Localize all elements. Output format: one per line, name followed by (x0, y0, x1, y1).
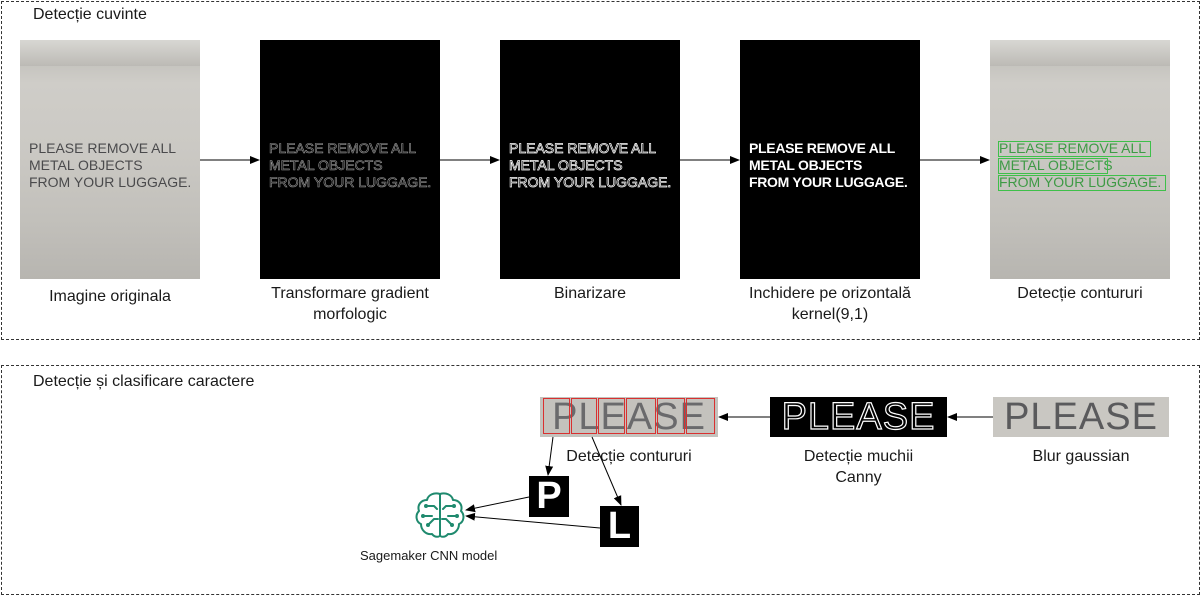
canny-word-image: PLEASE (770, 397, 947, 437)
arrow-contours-to-p (545, 436, 554, 476)
arrow-p-to-model (465, 496, 530, 513)
contour-word-image: PLEASE (540, 397, 718, 437)
char-contour-box (657, 398, 685, 434)
caption-original: Imagine originala (49, 288, 171, 305)
closing-image-text: PLEASE REMOVE ALL METAL OBJECTS FROM YOU… (749, 140, 908, 190)
char-contour-box (598, 398, 625, 434)
arrow-l-to-model (465, 512, 601, 529)
char-crop-l: L (600, 506, 639, 547)
gradient-image: PLEASE REMOVE ALL METAL OBJECTS FROM YOU… (260, 40, 440, 279)
character-section (1, 365, 1200, 595)
caption-closing: Inchidere pe orizontală kernel(9,1) (749, 285, 911, 323)
contour-box (998, 175, 1166, 191)
caption-binarization: Binarizare (553, 285, 627, 302)
blur-word-image: PLEASE (993, 397, 1169, 437)
caption-canny: Detecție muchii Canny (803, 448, 914, 486)
char-contour-box (571, 398, 597, 434)
brain-circuit-icon (415, 492, 465, 538)
caption-blur: Blur gaussian (1032, 448, 1130, 465)
arrow-contours-to-l (591, 436, 622, 506)
original-image: PLEASE REMOVE ALL METAL OBJECTS FROM YOU… (20, 40, 200, 279)
closing-image: PLEASE REMOVE ALL METAL OBJECTS FROM YOU… (740, 40, 920, 279)
word-detection-title: Detecție cuvinte (33, 6, 147, 23)
char-crop-p: P (529, 476, 569, 517)
caption-contours-bottom: Detecție contururi (566, 448, 692, 465)
character-section-title: Detecție și clasificare caractere (33, 373, 255, 390)
char-contour-box (543, 398, 570, 434)
contour-box (998, 158, 1108, 174)
contours-image: PLEASE REMOVE ALL METAL OBJECTS FROM YOU… (990, 40, 1170, 279)
caption-gradient: Transformare gradient morfologic (271, 285, 429, 323)
caption-contours-top: Detecție contururi (1017, 285, 1143, 302)
contour-word-text: PLEASE (552, 397, 706, 437)
binarized-image: PLEASE REMOVE ALL METAL OBJECTS FROM YOU… (500, 40, 680, 279)
contour-box (998, 141, 1151, 157)
binarized-image-text: PLEASE REMOVE ALL METAL OBJECTS FROM YOU… (509, 140, 672, 191)
original-image-text: PLEASE REMOVE ALL METAL OBJECTS FROM YOU… (29, 140, 192, 190)
gradient-image-text: PLEASE REMOVE ALL METAL OBJECTS FROM YOU… (269, 140, 432, 191)
char-contour-box (686, 398, 715, 434)
word-detection-section (1, 1, 1200, 340)
char-contour-box (626, 398, 656, 434)
model-caption: Sagemaker CNN model (360, 548, 498, 563)
contours-image-text: PLEASE REMOVE ALL METAL OBJECTS FROM YOU… (999, 140, 1162, 190)
